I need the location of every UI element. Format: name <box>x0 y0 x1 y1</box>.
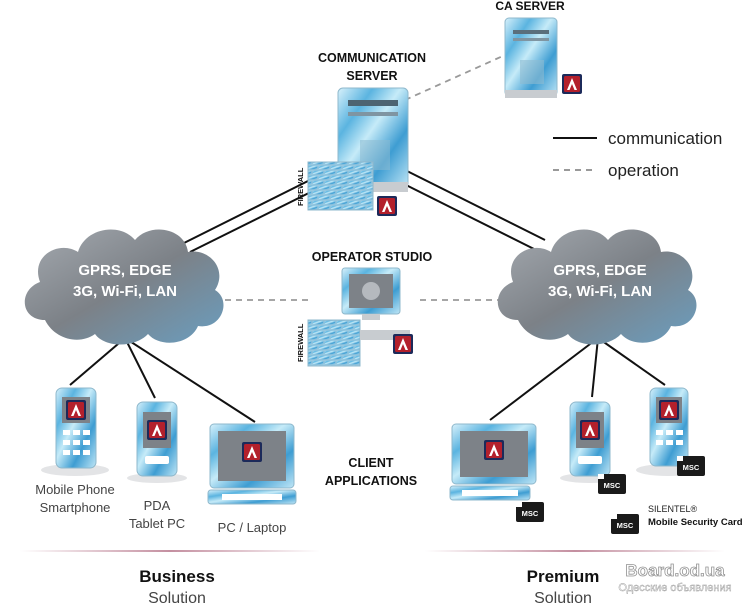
logo-a-icon <box>562 74 582 94</box>
msc-label: MSC <box>604 481 621 490</box>
watermark: Board.od.ua Одесские объявления <box>618 561 732 595</box>
silentel-label-2: Mobile Security Card <box>648 517 743 528</box>
devices-left: Mobile Phone Smartphone PDA Tablet PC PC… <box>35 387 297 535</box>
operator-studio-label: OPERATOR STUDIO <box>312 250 433 264</box>
divider-business <box>20 550 320 552</box>
connection-lines <box>69 54 666 423</box>
comm-server-label-2: SERVER <box>346 69 397 83</box>
msc-card-icon: MSC <box>611 514 639 534</box>
server-icon <box>504 17 558 98</box>
cloud-left: GPRS, EDGE 3G, Wi-Fi, LAN <box>24 229 224 345</box>
comm-server-label-1: COMMUNICATION <box>318 51 426 65</box>
client-applications-label-2: APPLICATIONS <box>325 474 417 488</box>
cloud-right-line2: 3G, Wi-Fi, LAN <box>548 283 652 300</box>
cloud-icon <box>497 229 697 345</box>
business-subtitle: Solution <box>148 590 206 606</box>
silentel-label-1: SILENTEL® <box>648 504 698 514</box>
pda-label-1: PDA <box>144 498 171 513</box>
communication-server: COMMUNICATION SERVER FIREWALL <box>296 51 426 216</box>
phone-icon <box>636 387 700 476</box>
cloud-right: GPRS, EDGE 3G, Wi-Fi, LAN <box>497 229 697 345</box>
cloud-left-line2: 3G, Wi-Fi, LAN <box>73 283 177 300</box>
premium-solution: Premium Solution <box>527 567 600 607</box>
cloud-icon <box>24 229 224 345</box>
firewall-icon: FIREWALL <box>296 161 374 211</box>
pda-label-2: Tablet PC <box>129 516 185 531</box>
watermark-line2: Одесские объявления <box>618 582 731 594</box>
operator-studio: OPERATOR STUDIO FIREWALL <box>296 250 433 367</box>
legend-communication: communication <box>608 129 722 148</box>
premium-subtitle: Solution <box>534 590 592 606</box>
pc-label: PC / Laptop <box>218 520 287 535</box>
pda-icon <box>560 401 620 483</box>
business-solution: Business Solution <box>139 567 215 607</box>
pda-icon <box>127 401 187 483</box>
firewall-label: FIREWALL <box>296 323 305 362</box>
msc-label: MSC <box>683 463 700 472</box>
ca-server-label: CA SERVER <box>495 0 565 13</box>
divider-premium <box>425 550 725 552</box>
monitor-icon <box>341 267 401 320</box>
phone-label-2: Smartphone <box>40 500 111 515</box>
phone-icon <box>41 387 109 476</box>
legend-operation: operation <box>608 161 679 180</box>
logo-a-icon <box>393 334 413 354</box>
business-title: Business <box>139 567 215 586</box>
firewall-label: FIREWALL <box>296 167 305 206</box>
watermark-line1: Board.od.ua <box>625 561 725 580</box>
cloud-left-line1: GPRS, EDGE <box>78 262 171 279</box>
firewall-icon: FIREWALL <box>296 319 361 367</box>
cloud-right-line1: GPRS, EDGE <box>553 262 646 279</box>
client-applications: CLIENT APPLICATIONS <box>325 456 417 488</box>
logo-a-icon <box>377 196 397 216</box>
msc-label: MSC <box>522 509 539 518</box>
laptop-icon <box>207 423 297 505</box>
premium-title: Premium <box>527 567 600 586</box>
devices-right: MSC MSC MSC M <box>449 387 743 534</box>
msc-card-icon: MSC <box>598 474 626 494</box>
client-applications-label-1: CLIENT <box>348 456 394 470</box>
phone-label-1: Mobile Phone <box>35 482 115 497</box>
msc-card-icon: MSC <box>516 502 544 522</box>
msc-card-icon: MSC <box>677 456 705 476</box>
msc-label: MSC <box>617 521 634 530</box>
ca-server: CA SERVER <box>495 0 582 98</box>
legend: communication operation <box>553 129 722 180</box>
laptop-icon <box>449 423 537 501</box>
